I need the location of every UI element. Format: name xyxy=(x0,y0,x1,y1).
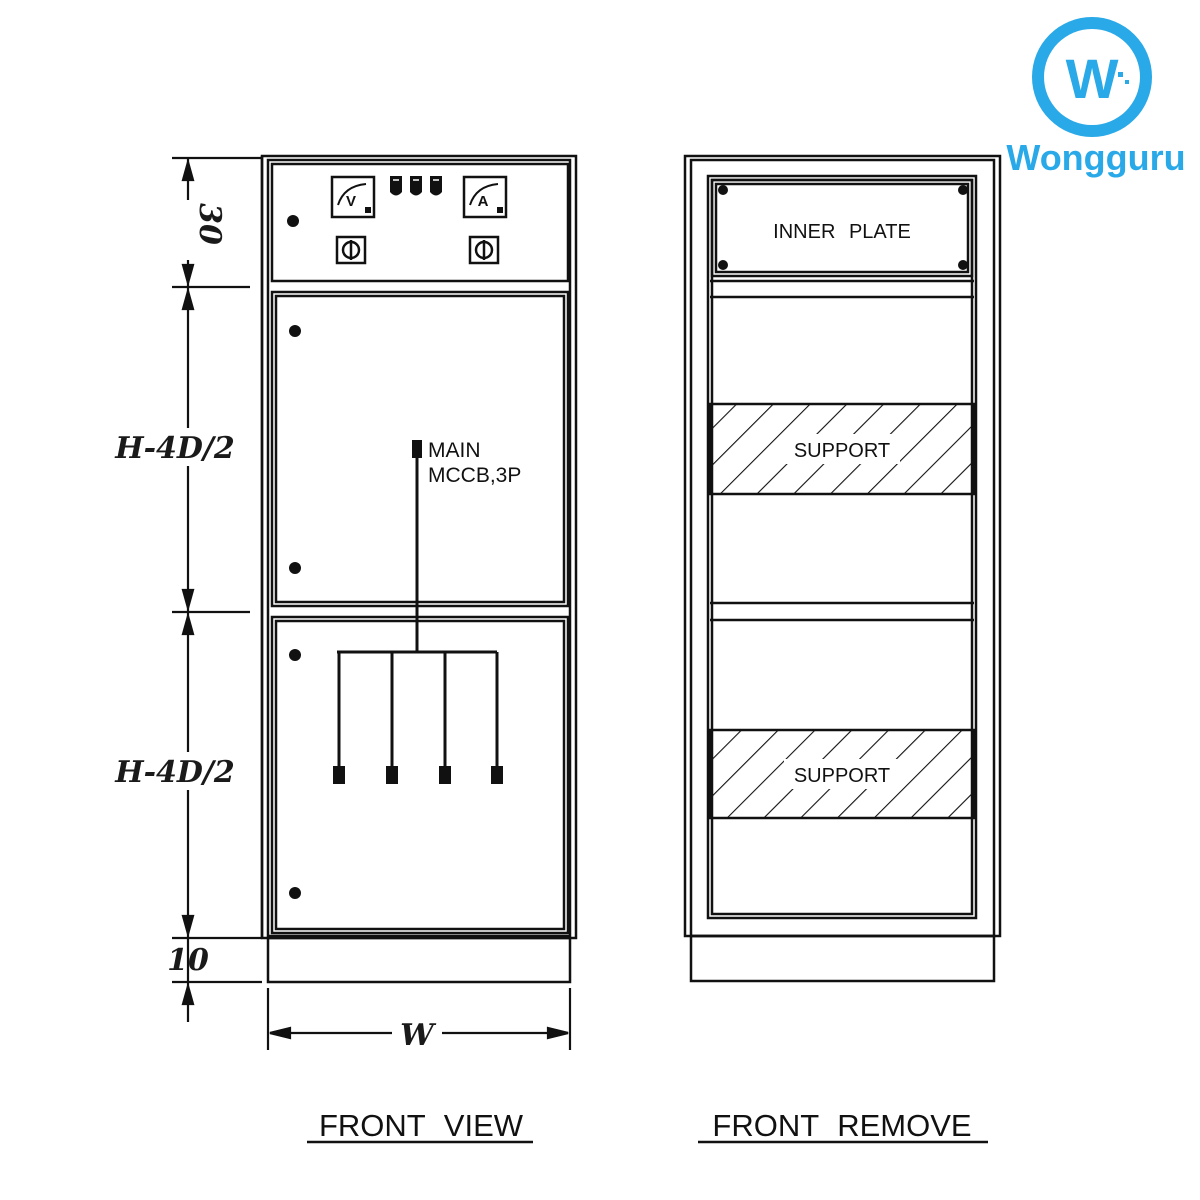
feeder-breaker-icon xyxy=(439,766,451,784)
selector-switch-icon xyxy=(468,235,500,265)
indicator-lamps xyxy=(390,176,442,196)
support-top xyxy=(708,402,976,496)
support-top-label: SUPPORT xyxy=(794,440,890,462)
dimension-lines xyxy=(172,156,262,1022)
ammeter-icon: A xyxy=(462,175,508,219)
front-view-caption: FRONT VIEW xyxy=(319,1108,524,1143)
plate-screw-icon xyxy=(958,185,968,195)
mccb-label-line2: MCCB,3P xyxy=(428,464,521,487)
dimension-base: 10 xyxy=(167,943,209,978)
front-remove: INNER PLATE SUPPORT SUPPORT FRONT REMOVE xyxy=(683,154,1002,1144)
dimension-upper: H-4D/2 xyxy=(114,431,235,466)
door-lock-icon xyxy=(289,649,301,661)
door-lock-icon xyxy=(289,887,301,899)
selector-switch-icon xyxy=(335,235,367,265)
support-bottom-label: SUPPORT xyxy=(794,765,890,787)
door-lock-icon xyxy=(289,325,301,337)
logo-letter: W xyxy=(1066,47,1119,110)
door-lock-icon xyxy=(289,562,301,574)
mccb-label-line1: MAIN xyxy=(428,439,481,462)
lamp-icon xyxy=(430,176,442,196)
svg-text:A: A xyxy=(478,193,489,210)
brand-logo: W Wongguru xyxy=(1006,17,1186,178)
plate-screw-icon xyxy=(718,185,728,195)
front-remove-caption: FRONT REMOVE xyxy=(712,1108,971,1143)
logo-dot-icon xyxy=(1125,80,1129,84)
dimension-top: 30 xyxy=(192,203,227,245)
plate-screw-icon xyxy=(718,260,728,270)
door-lock-icon xyxy=(287,215,299,227)
feeder-breaker-icon xyxy=(333,766,345,784)
logo-dot-icon xyxy=(1118,72,1123,77)
lamp-icon xyxy=(390,176,402,196)
plate-screw-icon xyxy=(958,260,968,270)
feeder-breaker-icon xyxy=(491,766,503,784)
outgoing-feeders xyxy=(333,652,503,784)
support-bottom xyxy=(708,728,976,820)
brand-name: Wongguru xyxy=(1006,137,1185,178)
dimension-lower: H-4D/2 xyxy=(114,755,235,790)
inner-plate-label: INNER PLATE xyxy=(773,221,911,243)
lamp-icon xyxy=(410,176,422,196)
main-mccb xyxy=(337,440,497,654)
logo-circle-inner xyxy=(1044,29,1140,125)
dimension-width: W xyxy=(400,1018,437,1053)
svg-text:V: V xyxy=(346,193,356,210)
voltmeter-icon: V xyxy=(330,175,376,219)
feeder-breaker-icon xyxy=(386,766,398,784)
front-view: V A xyxy=(260,154,578,1144)
